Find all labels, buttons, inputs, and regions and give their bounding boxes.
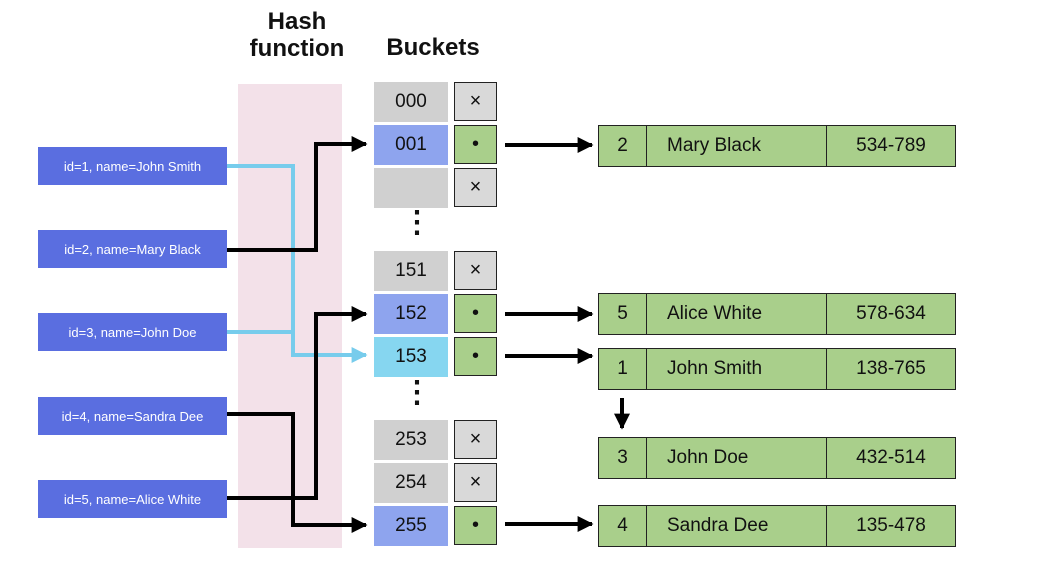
bucket-153: 153 xyxy=(374,337,448,377)
input-record-john-smith: id=1, name=John Smith xyxy=(38,147,227,185)
bucket-002 xyxy=(374,168,448,208)
slot-001-pointer-icon: • xyxy=(454,125,497,164)
entry-phone: 135-478 xyxy=(856,515,926,536)
input-record-alice-white: id=5, name=Alice White xyxy=(38,480,227,518)
bucket-001: 001 xyxy=(374,125,448,165)
input-record-mary-black: id=2, name=Mary Black xyxy=(38,230,227,268)
slot-254-empty-icon: × xyxy=(454,463,497,502)
entry-john-smith: 1 John Smith 138-765 xyxy=(598,348,956,390)
slot-153-pointer-icon: • xyxy=(454,337,497,376)
entry-name: Mary Black xyxy=(647,126,827,166)
entry-john-doe: 3 John Doe 432-514 xyxy=(598,437,956,479)
entry-mary-black: 2 Mary Black 534-789 xyxy=(598,125,956,167)
bucket-253: 253 xyxy=(374,420,448,460)
input-record-sandra-dee: id=4, name=Sandra Dee xyxy=(38,397,227,435)
entry-phone: 534-789 xyxy=(856,135,926,156)
hash-arrow-john-smith xyxy=(227,164,368,363)
entry-id: 2 xyxy=(599,126,647,166)
slot-253-empty-icon: × xyxy=(454,420,497,459)
entry-id: 4 xyxy=(599,506,647,546)
entry-name: Alice White xyxy=(647,294,827,334)
entry-name: Sandra Dee xyxy=(647,506,827,546)
buckets-title: Buckets xyxy=(386,34,480,61)
slot-152-pointer-icon: • xyxy=(454,294,497,333)
hash-function-title: Hash function xyxy=(249,8,345,62)
bucket-254: 254 xyxy=(374,463,448,503)
entry-id: 5 xyxy=(599,294,647,334)
slot-151-empty-icon: × xyxy=(454,251,497,290)
entry-phone: 578-634 xyxy=(856,303,926,324)
hash-arrow-sandra-dee xyxy=(227,412,368,533)
input-record-john-doe: id=3, name=John Doe xyxy=(38,313,227,351)
entry-id: 3 xyxy=(599,438,647,478)
bucket-151: 151 xyxy=(374,251,448,291)
slot-255-pointer-icon: • xyxy=(454,506,497,545)
entry-phone: 138-765 xyxy=(856,358,926,379)
bucket-255: 255 xyxy=(374,506,448,546)
slot-000-empty-icon: × xyxy=(454,82,497,121)
entry-name: John Doe xyxy=(647,438,827,478)
entry-sandra-dee: 4 Sandra Dee 135-478 xyxy=(598,505,956,547)
entry-name: John Smith xyxy=(647,349,827,389)
bucket-000: 000 xyxy=(374,82,448,122)
entry-alice-white: 5 Alice White 578-634 xyxy=(598,293,956,335)
entry-phone: 432-514 xyxy=(856,447,926,468)
entry-id: 1 xyxy=(599,349,647,389)
hash-arrow-mary-black xyxy=(227,136,368,252)
bucket-152: 152 xyxy=(374,294,448,334)
hash-arrow-alice-white xyxy=(227,306,368,500)
slot-002-empty-icon: × xyxy=(454,168,497,207)
